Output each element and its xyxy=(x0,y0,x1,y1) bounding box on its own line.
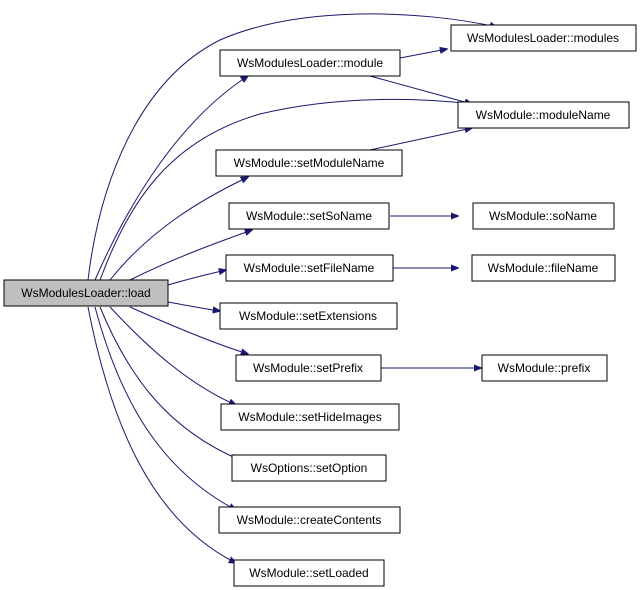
node-label: WsModule::setPrefix xyxy=(253,361,363,375)
node-modules[interactable]: WsModulesLoader::modules xyxy=(450,24,637,52)
edge-module-moduleName xyxy=(369,75,472,104)
node-label: WsModule::prefix xyxy=(498,361,591,375)
edge-load-setFileName xyxy=(167,270,226,286)
edge-module-modules xyxy=(399,49,447,59)
edge-load-setModuleName xyxy=(109,177,248,281)
node-label: WsModule::setFileName xyxy=(244,261,375,275)
node-label: WsModule::soName xyxy=(489,209,597,223)
node-label: WsModule::setSoName xyxy=(246,209,372,223)
edge-load-module xyxy=(94,76,248,281)
edge-load-setPrefix xyxy=(129,306,248,354)
node-label: WsModule::setHideImages xyxy=(238,410,381,424)
node-setOption[interactable]: WsOptions::setOption xyxy=(231,454,387,482)
node-setLoaded[interactable]: WsModule::setLoaded xyxy=(233,559,385,587)
edge-load-modules xyxy=(87,13,497,281)
node-label: WsModulesLoader::modules xyxy=(467,31,619,45)
node-load[interactable]: WsModulesLoader::load xyxy=(3,279,169,307)
node-label: WsModule::moduleName xyxy=(476,108,611,122)
edge-load-setHideImages xyxy=(109,306,236,405)
edges xyxy=(87,13,497,563)
node-setModuleName[interactable]: WsModule::setModuleName xyxy=(215,149,403,177)
node-prefix[interactable]: WsModule::prefix xyxy=(481,354,608,382)
node-soName[interactable]: WsModule::soName xyxy=(472,202,615,230)
node-module[interactable]: WsModulesLoader::module xyxy=(219,49,401,77)
node-fileName[interactable]: WsModule::fileName xyxy=(471,254,616,282)
edge-load-createContents xyxy=(94,306,236,510)
node-label: WsModulesLoader::module xyxy=(237,56,383,70)
node-setFileName[interactable]: WsModule::setFileName xyxy=(225,254,394,282)
edge-setModuleName-moduleName xyxy=(369,128,472,151)
node-label: WsModule::setExtensions xyxy=(239,309,377,323)
node-setPrefix[interactable]: WsModule::setPrefix xyxy=(235,354,382,382)
node-setSoName[interactable]: WsModule::setSoName xyxy=(228,202,390,230)
node-label: WsModulesLoader::load xyxy=(21,286,150,300)
node-setExtensions[interactable]: WsModule::setExtensions xyxy=(219,302,398,330)
edge-load-setSoName xyxy=(129,230,252,281)
node-moduleName[interactable]: WsModule::moduleName xyxy=(457,101,630,129)
node-createContents[interactable]: WsModule::createContents xyxy=(218,506,401,534)
edge-load-moduleName xyxy=(99,98,472,281)
node-label: WsOptions::setOption xyxy=(251,461,368,475)
node-setHideImages[interactable]: WsModule::setHideImages xyxy=(220,403,400,431)
node-label: WsModule::fileName xyxy=(488,261,599,275)
edge-load-setExtensions xyxy=(167,301,220,311)
edge-load-setLoaded xyxy=(87,306,236,563)
node-label: WsModule::setLoaded xyxy=(249,566,368,580)
edge-load-setOption xyxy=(99,306,240,460)
node-label: WsModule::createContents xyxy=(237,513,382,527)
node-label: WsModule::setModuleName xyxy=(234,156,385,170)
